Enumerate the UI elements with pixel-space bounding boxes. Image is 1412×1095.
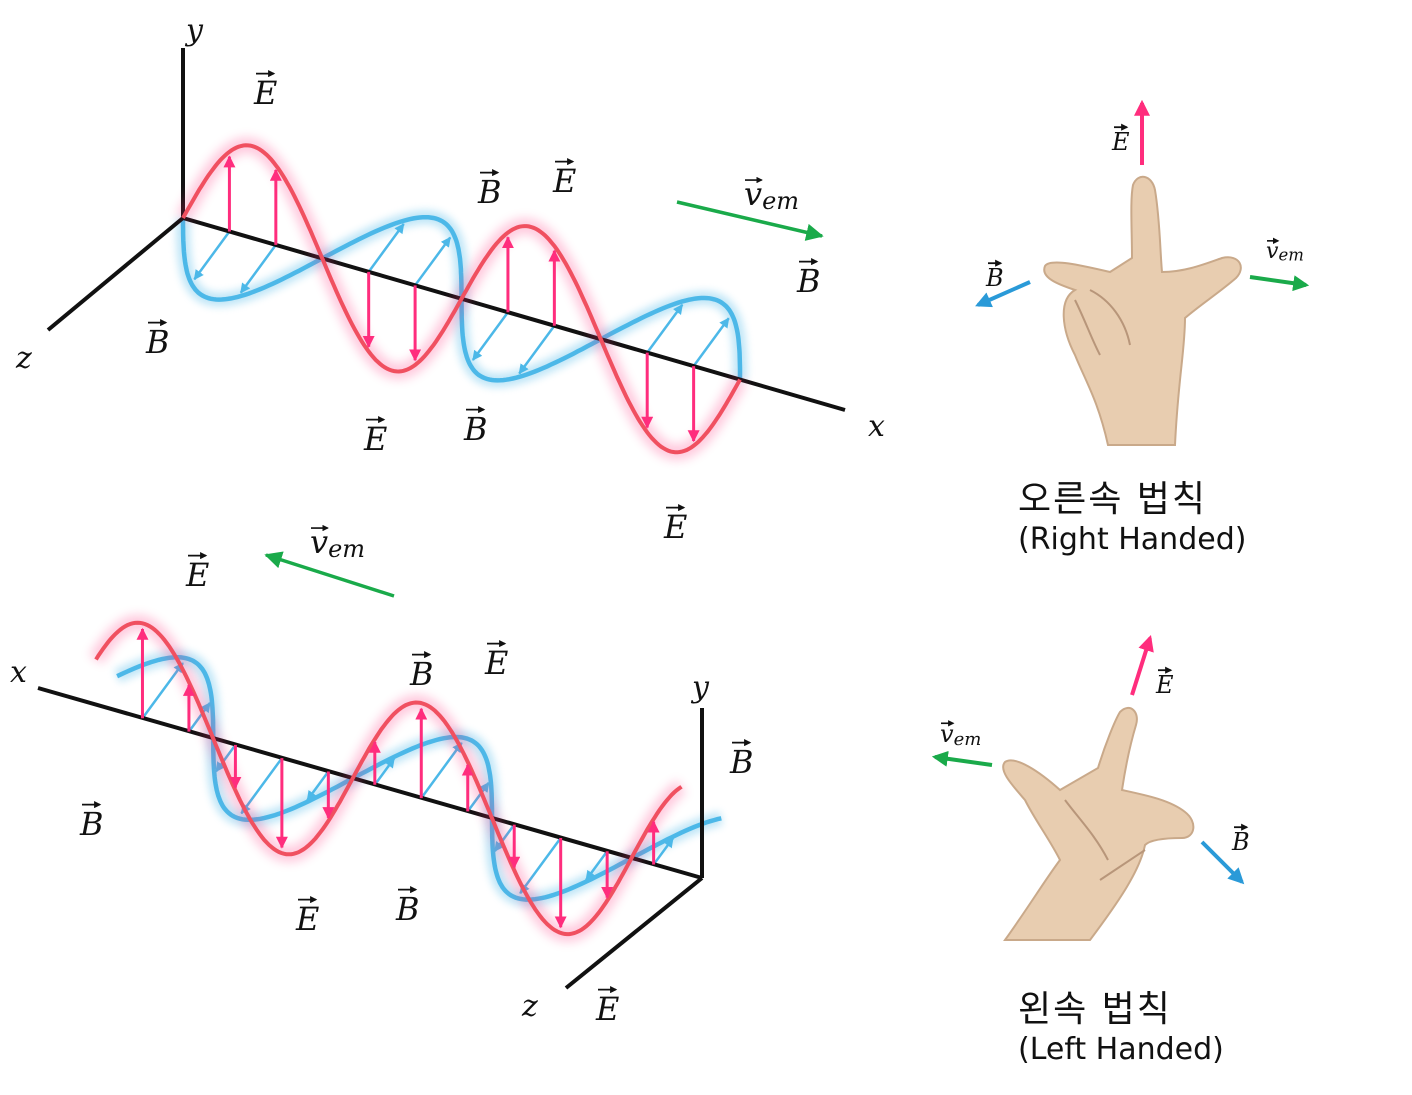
- e-label: E: [552, 162, 576, 200]
- b-field-vector: [239, 244, 277, 294]
- right-hand-subtitle: (Right Handed): [1018, 522, 1247, 557]
- e-field-wave: [89, 614, 687, 943]
- e-label: E: [484, 644, 508, 682]
- b-field-vector: [518, 324, 556, 375]
- y-axis-label: y: [184, 13, 204, 48]
- right-handed-wave: [46, 48, 846, 461]
- left-handed-wave: [37, 551, 723, 990]
- e-label: E: [1155, 671, 1174, 699]
- b-field-vector: [471, 311, 509, 361]
- e-label: E: [663, 508, 687, 546]
- b-field-vector: [367, 223, 405, 273]
- e-field-curve: [94, 620, 683, 937]
- b-field-vector: [692, 317, 730, 367]
- left-hand-icon: [931, 634, 1245, 941]
- z-axis-label: z: [521, 989, 538, 1024]
- e-field-wave: [176, 137, 747, 461]
- velocity-label: vem: [744, 175, 799, 215]
- e-field-curve: [181, 143, 742, 455]
- e-label: E: [295, 900, 319, 938]
- y-axis-label: y: [690, 670, 710, 705]
- b-field-vector: [585, 850, 609, 881]
- e-label: E: [595, 990, 619, 1028]
- b-label: B: [395, 890, 420, 928]
- e-label: E: [1111, 128, 1130, 156]
- b-label: B: [409, 655, 434, 693]
- b-label: B: [985, 264, 1004, 292]
- b-field-vector: [193, 230, 231, 281]
- right-hand-icon: [975, 99, 1310, 446]
- b-label: B: [79, 805, 104, 843]
- z-axis-label: z: [15, 341, 32, 376]
- x-axis-label: x: [10, 655, 27, 690]
- b-label: B: [729, 743, 754, 781]
- b-label: B: [477, 173, 502, 211]
- e-label: E: [185, 556, 209, 594]
- velocity-label: vem: [1266, 239, 1304, 265]
- b-field-vector: [306, 770, 330, 802]
- b-label: B: [796, 262, 821, 300]
- z-axis: [564, 876, 704, 990]
- z-axis: [46, 216, 185, 332]
- b-field-vector: [646, 303, 684, 354]
- velocity-arrow: [676, 200, 824, 241]
- b-field-vector: [652, 837, 675, 866]
- b-field-vector: [414, 236, 452, 287]
- e-label: E: [253, 74, 277, 112]
- velocity-label: vem: [310, 523, 365, 563]
- left-hand-subtitle: (Left Handed): [1018, 1032, 1224, 1067]
- right-hand-title: 오른속 법칙: [1018, 479, 1208, 520]
- x-axis: [37, 686, 703, 880]
- b-label: B: [1231, 828, 1250, 856]
- x-axis-label: x: [868, 409, 885, 444]
- left-hand-title: 왼속 법칙: [1018, 989, 1172, 1030]
- velocity-label: vem: [940, 720, 981, 750]
- b-label: B: [463, 410, 488, 448]
- e-label: E: [363, 420, 387, 458]
- b-field-vector: [373, 757, 396, 786]
- velocity-arrow: [264, 551, 395, 598]
- b-label: B: [145, 323, 170, 361]
